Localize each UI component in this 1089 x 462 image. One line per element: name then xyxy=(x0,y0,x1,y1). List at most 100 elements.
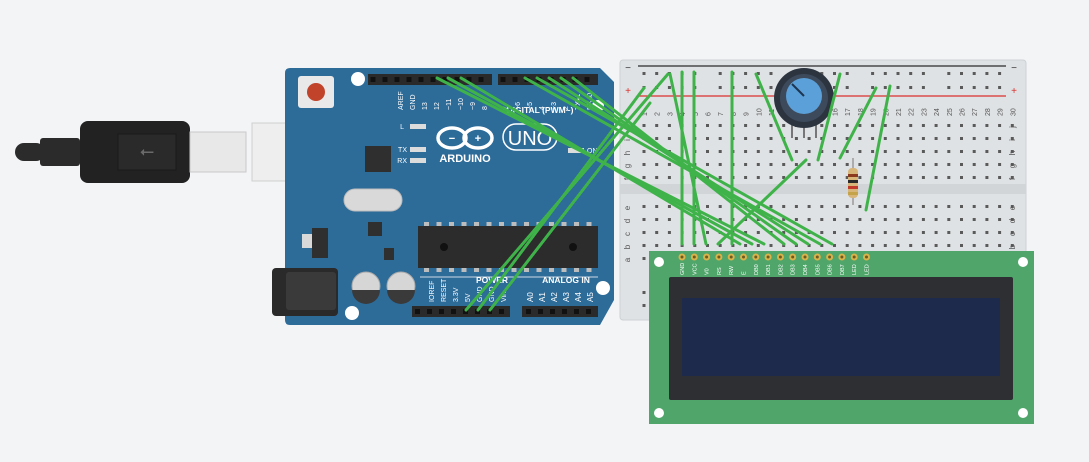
tie-hole[interactable] xyxy=(756,176,760,179)
tie-hole[interactable] xyxy=(807,137,811,140)
tie-hole[interactable] xyxy=(782,124,786,127)
tie-hole[interactable] xyxy=(921,231,925,234)
header-socket[interactable] xyxy=(442,77,448,82)
tie-hole[interactable] xyxy=(934,231,938,234)
tie-hole[interactable] xyxy=(769,150,773,153)
tie-hole[interactable] xyxy=(807,176,811,179)
tie-hole[interactable] xyxy=(667,231,671,234)
rail-hole[interactable] xyxy=(947,72,951,75)
rail-hole[interactable] xyxy=(667,86,671,89)
tie-hole[interactable] xyxy=(718,150,722,153)
header-socket[interactable] xyxy=(418,77,424,82)
tie-hole[interactable] xyxy=(896,205,900,208)
header-socket[interactable] xyxy=(382,77,388,82)
tie-hole[interactable] xyxy=(820,205,824,208)
header-socket[interactable] xyxy=(550,309,555,314)
tie-hole[interactable] xyxy=(820,150,824,153)
tie-hole[interactable] xyxy=(871,231,875,234)
tie-hole[interactable] xyxy=(947,137,951,140)
tie-hole[interactable] xyxy=(883,218,887,221)
tie-hole[interactable] xyxy=(845,205,849,208)
tie-hole[interactable] xyxy=(883,137,887,140)
tie-hole[interactable] xyxy=(985,150,989,153)
tie-hole[interactable] xyxy=(947,176,951,179)
rail-hole[interactable] xyxy=(972,72,976,75)
tie-hole[interactable] xyxy=(833,176,836,179)
rail-hole[interactable] xyxy=(871,72,875,75)
header-socket[interactable] xyxy=(430,77,436,82)
tie-hole[interactable] xyxy=(896,218,900,221)
tie-hole[interactable] xyxy=(883,124,887,127)
tie-hole[interactable] xyxy=(871,150,875,153)
rail-hole[interactable] xyxy=(896,86,900,89)
tie-hole[interactable] xyxy=(947,124,951,127)
tie-hole[interactable] xyxy=(642,163,646,166)
tie-hole[interactable] xyxy=(782,231,786,234)
reset-button-cap[interactable] xyxy=(307,83,325,101)
rail-hole[interactable] xyxy=(756,72,760,75)
tie-hole[interactable] xyxy=(744,150,748,153)
tie-hole[interactable] xyxy=(909,150,913,153)
tie-hole[interactable] xyxy=(655,124,659,127)
rail-hole[interactable] xyxy=(718,72,722,75)
tie-hole[interactable] xyxy=(807,205,811,208)
tie-hole[interactable] xyxy=(858,244,862,247)
tie-hole[interactable] xyxy=(947,205,951,208)
tie-hole[interactable] xyxy=(960,218,963,221)
tie-hole[interactable] xyxy=(896,150,900,153)
rail-hole[interactable] xyxy=(642,72,646,75)
tie-hole[interactable] xyxy=(845,176,849,179)
tie-hole[interactable] xyxy=(655,218,659,221)
tie-hole[interactable] xyxy=(1010,163,1014,166)
tie-hole[interactable] xyxy=(794,205,798,208)
tie-hole[interactable] xyxy=(845,231,849,234)
rail-hole[interactable] xyxy=(845,72,849,75)
tie-hole[interactable] xyxy=(858,137,862,140)
tie-hole[interactable] xyxy=(845,150,849,153)
tie-hole[interactable] xyxy=(947,163,951,166)
tie-hole[interactable] xyxy=(655,231,659,234)
rail-hole[interactable] xyxy=(820,72,824,75)
tie-hole[interactable] xyxy=(769,176,773,179)
tie-hole[interactable] xyxy=(858,150,862,153)
tie-hole[interactable] xyxy=(972,205,976,208)
tie-hole[interactable] xyxy=(845,218,849,221)
tie-hole[interactable] xyxy=(909,163,913,166)
rail-hole[interactable] xyxy=(921,72,925,75)
header-socket[interactable] xyxy=(478,77,484,82)
tie-hole[interactable] xyxy=(845,244,849,247)
tie-hole[interactable] xyxy=(756,137,760,140)
header-socket[interactable] xyxy=(574,309,579,314)
tie-hole[interactable] xyxy=(845,163,849,166)
rail-hole[interactable] xyxy=(769,72,773,75)
tie-hole[interactable] xyxy=(769,124,773,127)
tie-hole[interactable] xyxy=(642,231,646,234)
tie-hole[interactable] xyxy=(1010,150,1014,153)
tie-hole[interactable] xyxy=(960,137,963,140)
tie-hole[interactable] xyxy=(833,150,836,153)
rail-hole[interactable] xyxy=(960,86,963,89)
tie-hole[interactable] xyxy=(833,231,836,234)
tie-hole[interactable] xyxy=(985,176,989,179)
tie-hole[interactable] xyxy=(833,163,836,166)
header-socket[interactable] xyxy=(370,77,376,82)
potentiometer[interactable] xyxy=(774,68,834,138)
header-socket[interactable] xyxy=(427,309,432,314)
tie-hole[interactable] xyxy=(947,150,951,153)
tie-hole[interactable] xyxy=(921,150,925,153)
tie-hole[interactable] xyxy=(642,150,646,153)
tie-hole[interactable] xyxy=(985,231,989,234)
tie-hole[interactable] xyxy=(883,150,887,153)
tie-hole[interactable] xyxy=(718,124,722,127)
tie-hole[interactable] xyxy=(782,163,786,166)
tie-hole[interactable] xyxy=(858,176,862,179)
rail-hole[interactable] xyxy=(883,86,887,89)
tie-hole[interactable] xyxy=(794,150,798,153)
tie-hole[interactable] xyxy=(655,205,659,208)
tie-hole[interactable] xyxy=(769,205,773,208)
tie-hole[interactable] xyxy=(642,124,646,127)
rail-hole[interactable] xyxy=(985,72,989,75)
tie-hole[interactable] xyxy=(718,244,722,247)
tie-hole[interactable] xyxy=(921,205,925,208)
